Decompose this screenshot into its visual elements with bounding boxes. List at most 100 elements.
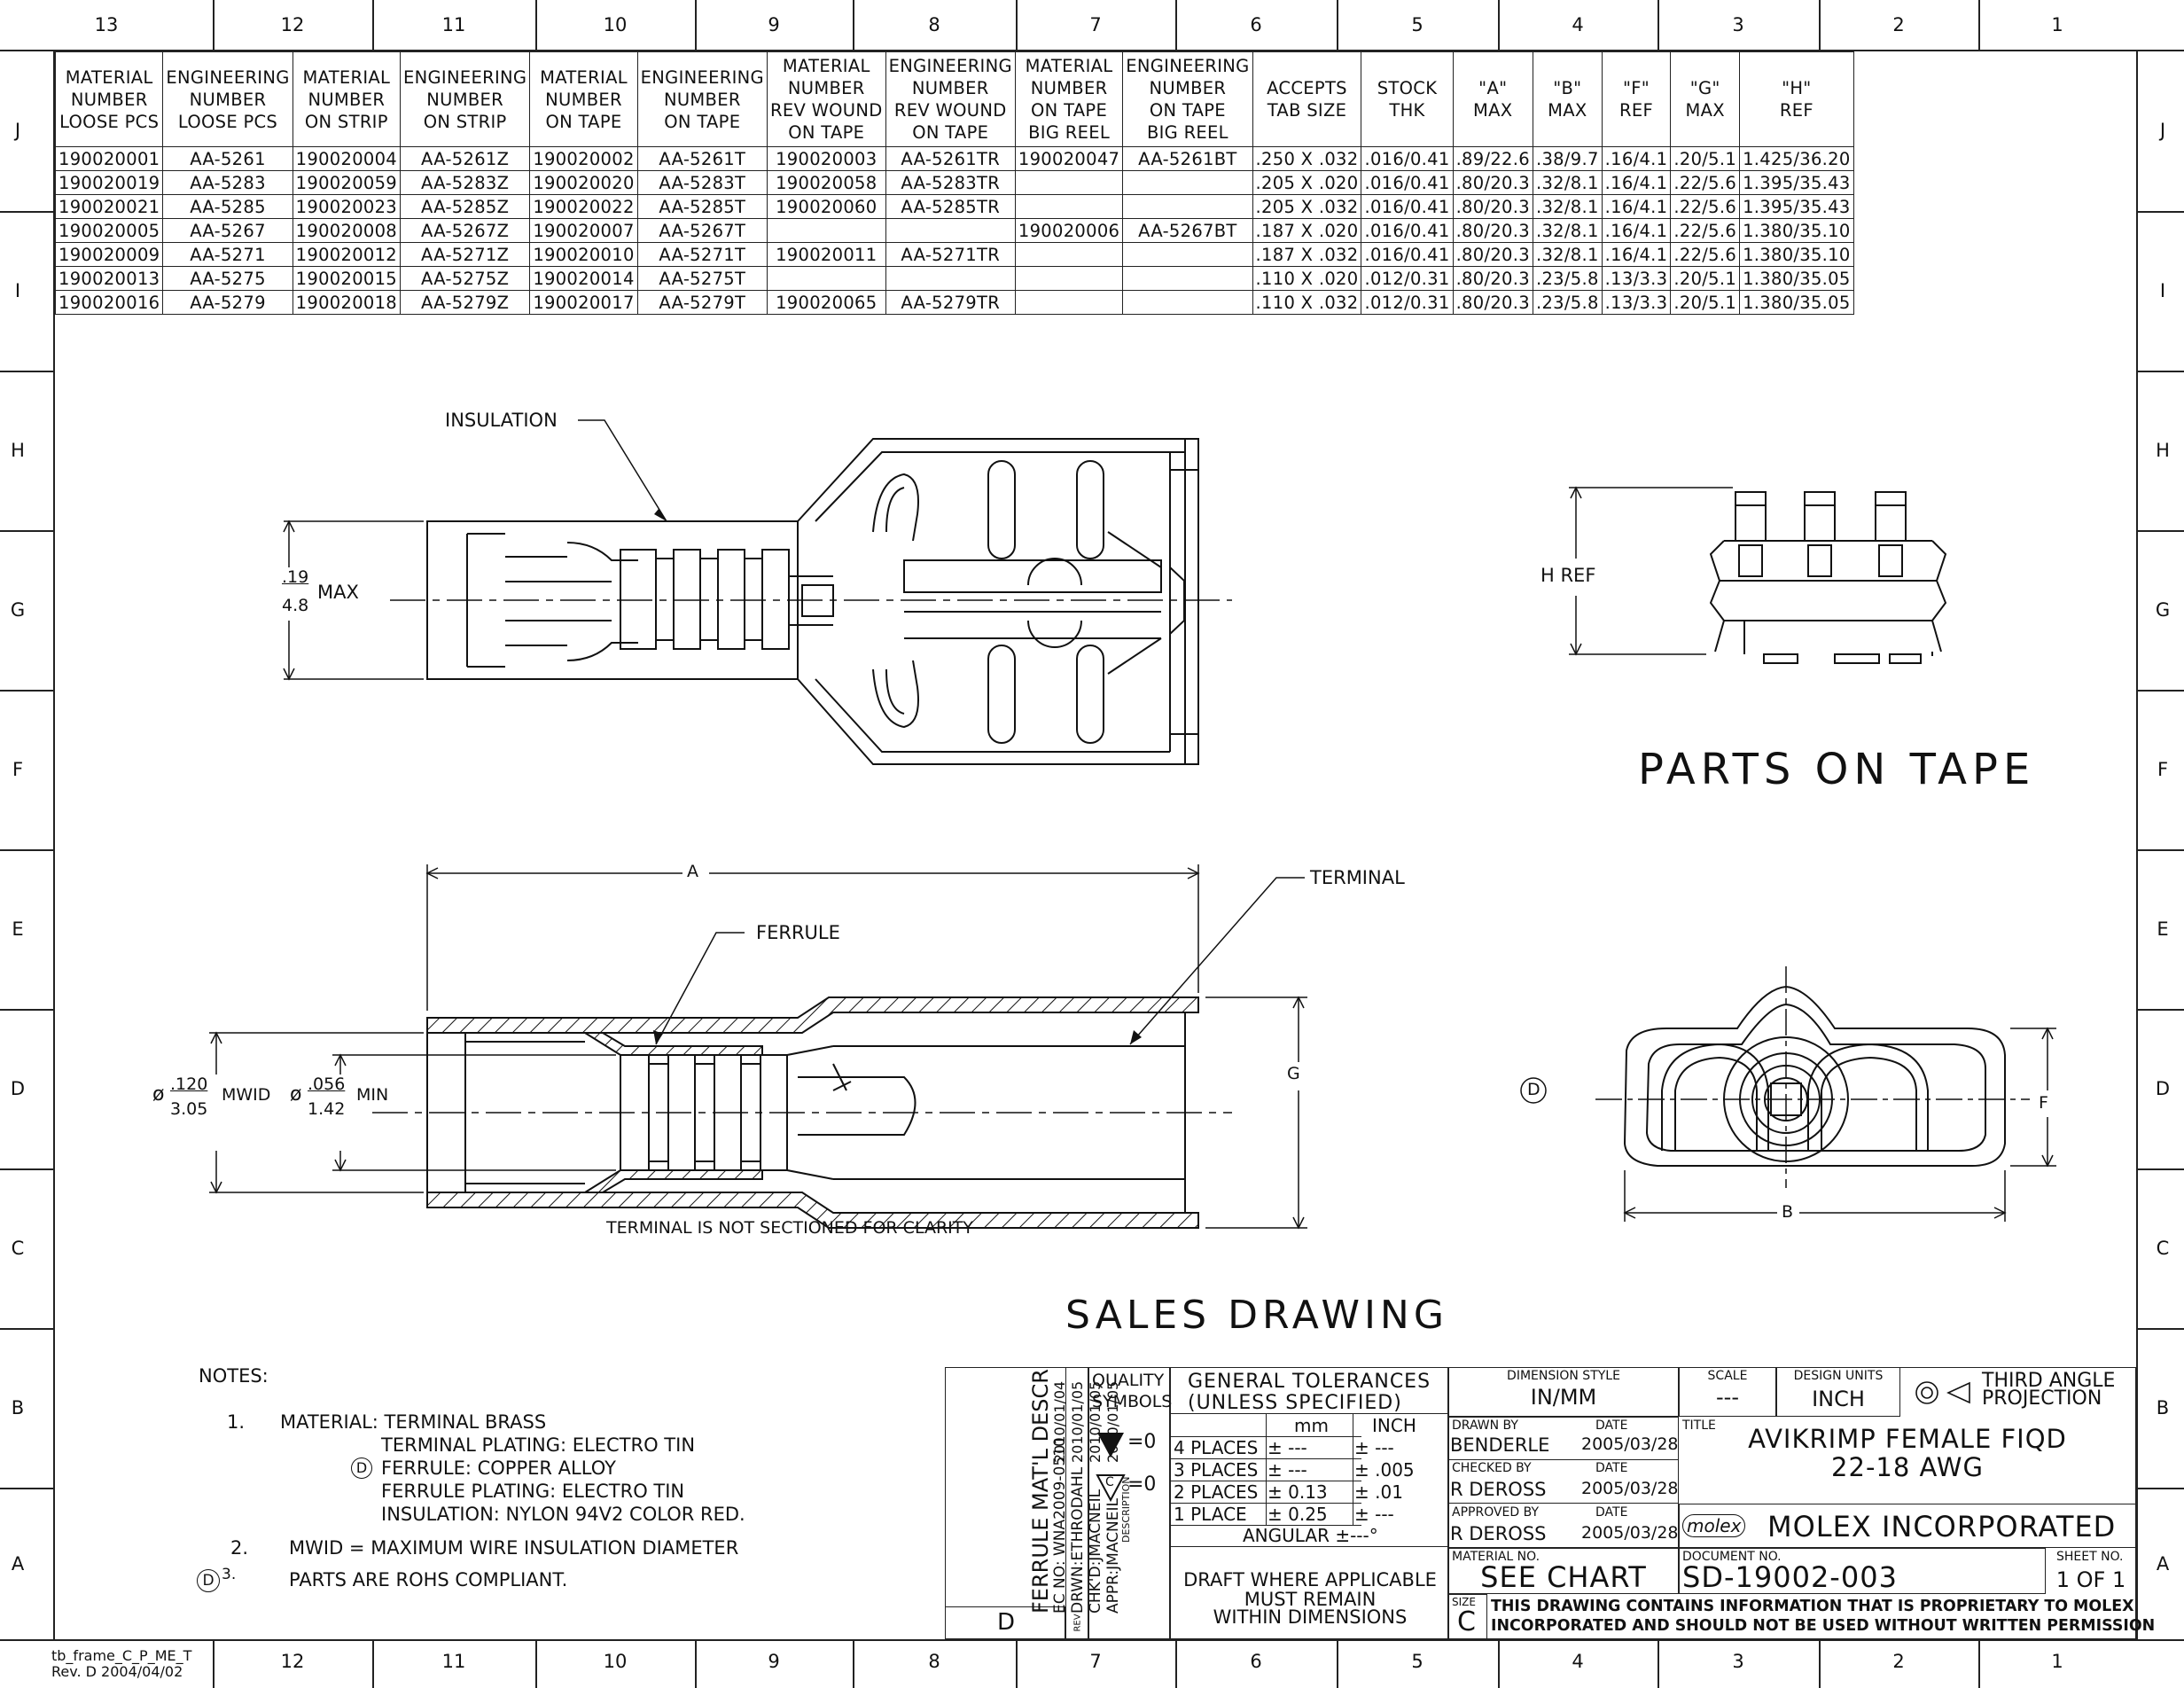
quality-triangle-outline-icon bbox=[1096, 1474, 1126, 1502]
table-cell: 190020006 bbox=[1014, 218, 1124, 243]
table-cell bbox=[1014, 266, 1124, 291]
table-cell: 190020007 bbox=[529, 218, 638, 243]
zone-letter: A bbox=[11, 1552, 25, 1575]
zone-number-bottom: 2 bbox=[1892, 1651, 1905, 1672]
table-cell: 190020059 bbox=[292, 170, 402, 195]
table-cell: 190020003 bbox=[766, 146, 886, 171]
table-cell: AA-5267 bbox=[162, 218, 293, 243]
tolerance-cell: ± --- bbox=[1268, 1437, 1307, 1458]
table-cell: .16/4.1 bbox=[1601, 194, 1672, 219]
tolerance-angular: ANGULAR ±---° bbox=[1243, 1525, 1378, 1546]
zone-number-top: 13 bbox=[94, 14, 119, 35]
zone-letter: B bbox=[2156, 1397, 2170, 1418]
zone-letter: I bbox=[14, 280, 21, 301]
table-cell: .20/5.1 bbox=[1670, 290, 1741, 315]
zone-letter: D bbox=[10, 1078, 26, 1099]
frame-id-line2: Rev. D 2004/04/02 bbox=[51, 1663, 183, 1680]
draft-note-3: WITHIN DIMENSIONS bbox=[1213, 1606, 1408, 1628]
draft-note-1: DRAFT WHERE APPLICABLE bbox=[1183, 1569, 1437, 1590]
table-cell: .110 X .032 bbox=[1252, 290, 1362, 315]
dim-b-label: B bbox=[1782, 1202, 1794, 1222]
zone-letter: E bbox=[2157, 918, 2169, 940]
table-cell: AA-5283 bbox=[162, 170, 293, 195]
drawing-title-1: AVIKRIMP FEMALE FIQD bbox=[1748, 1424, 2067, 1454]
tolerance-cell: 1 PLACE bbox=[1174, 1504, 1247, 1525]
dim-f-label: F bbox=[2039, 1093, 2048, 1113]
table-cell: .80/20.3 bbox=[1452, 218, 1533, 243]
note-3-text: PARTS ARE ROHS COMPLIANT. bbox=[289, 1569, 568, 1590]
tolerance-cell: 3 PLACES bbox=[1174, 1459, 1259, 1481]
tolerance-cell: ± 0.13 bbox=[1268, 1481, 1328, 1503]
table-cell: 1.395/35.43 bbox=[1739, 170, 1854, 195]
zone-number-top: 1 bbox=[2051, 14, 2063, 35]
table-cell: .13/3.3 bbox=[1601, 266, 1672, 291]
table-cell: .16/4.1 bbox=[1601, 146, 1672, 171]
table-cell bbox=[1122, 266, 1253, 291]
end-view-rev-marker: D bbox=[1527, 1080, 1540, 1099]
drawn-date-label: DATE bbox=[1595, 1418, 1628, 1433]
revision-drawn-date: 2010/01/05 bbox=[1069, 1380, 1086, 1463]
zone-number-top: 9 bbox=[768, 14, 780, 35]
table-cell bbox=[1122, 194, 1253, 219]
h-ref-label: H REF bbox=[1540, 565, 1596, 586]
zone-letter: J bbox=[14, 120, 21, 141]
table-cell: AA-5261Z bbox=[400, 146, 531, 171]
zone-letter: C bbox=[2156, 1238, 2170, 1259]
tolerance-title-2: (UNLESS SPECIFIED) bbox=[1188, 1392, 1402, 1414]
quality-triangle-filled-icon bbox=[1097, 1433, 1124, 1457]
notes-heading: NOTES: bbox=[199, 1365, 269, 1387]
table-cell: 1.380/35.10 bbox=[1739, 242, 1854, 267]
insulation-label: INSULATION bbox=[445, 410, 558, 431]
table-cell: .205 X .020 bbox=[1252, 170, 1362, 195]
table-cell: AA-5285TR bbox=[885, 194, 1016, 219]
sheet-no: 1 OF 1 bbox=[2055, 1567, 2126, 1592]
table-cell: .80/20.3 bbox=[1452, 290, 1533, 315]
table-cell: 190020015 bbox=[292, 266, 402, 291]
table-cell: .012/0.31 bbox=[1361, 266, 1454, 291]
max-dim-suffix: MAX bbox=[317, 582, 359, 603]
table-cell: 190020017 bbox=[529, 290, 638, 315]
zone-number-top: 2 bbox=[1892, 14, 1905, 35]
table-cell: .016/0.41 bbox=[1361, 218, 1454, 243]
table-cell: AA-5271 bbox=[162, 242, 293, 267]
zone-number-bottom: 5 bbox=[1411, 1651, 1424, 1672]
section-note: TERMINAL IS NOT SECTIONED FOR CLARITY bbox=[606, 1218, 973, 1238]
table-cell: AA-5271TR bbox=[885, 242, 1016, 267]
zone-number-top: 11 bbox=[441, 14, 466, 35]
table-cell bbox=[1122, 170, 1253, 195]
table-cell: .80/20.3 bbox=[1452, 266, 1533, 291]
note-1-line3: FERRULE: COPPER ALLOY bbox=[381, 1457, 616, 1479]
table-cell: 190020014 bbox=[529, 266, 638, 291]
note-2-number: 2. bbox=[230, 1537, 249, 1559]
tolerance-cell: ± --- bbox=[1354, 1437, 1394, 1458]
table-cell: AA-5261TR bbox=[885, 146, 1016, 171]
table-cell bbox=[1014, 242, 1124, 267]
table-cell: 190020020 bbox=[529, 170, 638, 195]
table-cell: .22/5.6 bbox=[1670, 242, 1741, 267]
zone-number-bottom: 8 bbox=[928, 1651, 940, 1672]
zone-letter: G bbox=[2155, 599, 2171, 621]
table-cell: AA-5285Z bbox=[400, 194, 531, 219]
zone-number-bottom: 11 bbox=[441, 1651, 466, 1672]
table-cell: .32/8.1 bbox=[1532, 194, 1603, 219]
table-cell: .16/4.1 bbox=[1601, 242, 1672, 267]
quality-symbols-block bbox=[1088, 1367, 1170, 1639]
quality-1-value: =0 bbox=[1127, 1431, 1157, 1453]
table-cell: .80/20.3 bbox=[1452, 170, 1533, 195]
sales-drawing-title: SALES DRAWING bbox=[1065, 1293, 1448, 1338]
table-cell: 190020001 bbox=[54, 146, 164, 171]
ferrule-label: FERRULE bbox=[756, 922, 840, 943]
company-name: MOLEX INCORPORATED bbox=[1767, 1510, 2117, 1543]
table-cell: .13/3.3 bbox=[1601, 290, 1672, 315]
mwid-inch: .120 bbox=[170, 1075, 208, 1094]
table-cell: AA-5279 bbox=[162, 290, 293, 315]
